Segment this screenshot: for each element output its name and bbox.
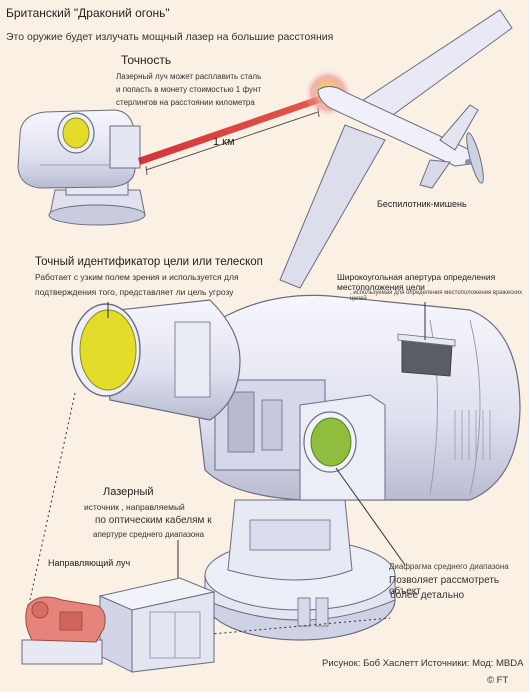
mid-aperture-line: Позволяет рассмотреть объект bbox=[389, 575, 500, 597]
page-title: Британский "Драконий огонь" bbox=[6, 6, 170, 20]
telescope-heading: Точный идентификатор цели или телескоп bbox=[35, 256, 263, 268]
page-subtitle: Это оружие будет излучать мощный лазер н… bbox=[6, 31, 334, 43]
drone-label: Беспилотник-мишень bbox=[377, 199, 467, 209]
telescope-line: Работает с узким полем зрения и использу… bbox=[35, 272, 239, 282]
large-turret bbox=[71, 294, 521, 641]
laser-source-line: Лазерный bbox=[103, 486, 154, 498]
mid-aperture-line: Диафрагма среднего диапазона bbox=[389, 562, 509, 571]
credits: Рисунок: Боб Хаслетт Источники: Мод: MBD… bbox=[322, 658, 524, 669]
laser-beam bbox=[138, 95, 325, 165]
accuracy-line: Лазерный луч может расплавить сталь bbox=[116, 72, 262, 81]
accuracy-line: стерлингов на расстоянии километра bbox=[116, 98, 255, 107]
small-turret bbox=[17, 109, 146, 226]
telescope-line: подтверждения того, представляет ли цель… bbox=[35, 287, 234, 297]
drone bbox=[279, 9, 513, 289]
laser-source-line: апертуре среднего диапазона bbox=[93, 530, 205, 539]
laser-source-line: по оптическим кабелям к bbox=[95, 515, 212, 526]
ft-copyright: © FT bbox=[487, 675, 509, 686]
wide-aperture-subtext: , используемая для определения местополо… bbox=[350, 290, 523, 302]
laser-source-line: источник , направляемый bbox=[84, 502, 185, 512]
guide-beam-label: Направляющий луч bbox=[48, 558, 131, 568]
accuracy-heading: Точность bbox=[121, 53, 172, 67]
accuracy-line: и попасть в монету стоимостью 1 фунт bbox=[116, 85, 262, 94]
wide-aperture-heading: Широкоугольная апертура определения мест… bbox=[337, 272, 496, 292]
distance-label: 1 км bbox=[213, 136, 235, 148]
laser-source-cabinet bbox=[21, 577, 216, 673]
mid-aperture-line: более детально bbox=[390, 590, 465, 601]
